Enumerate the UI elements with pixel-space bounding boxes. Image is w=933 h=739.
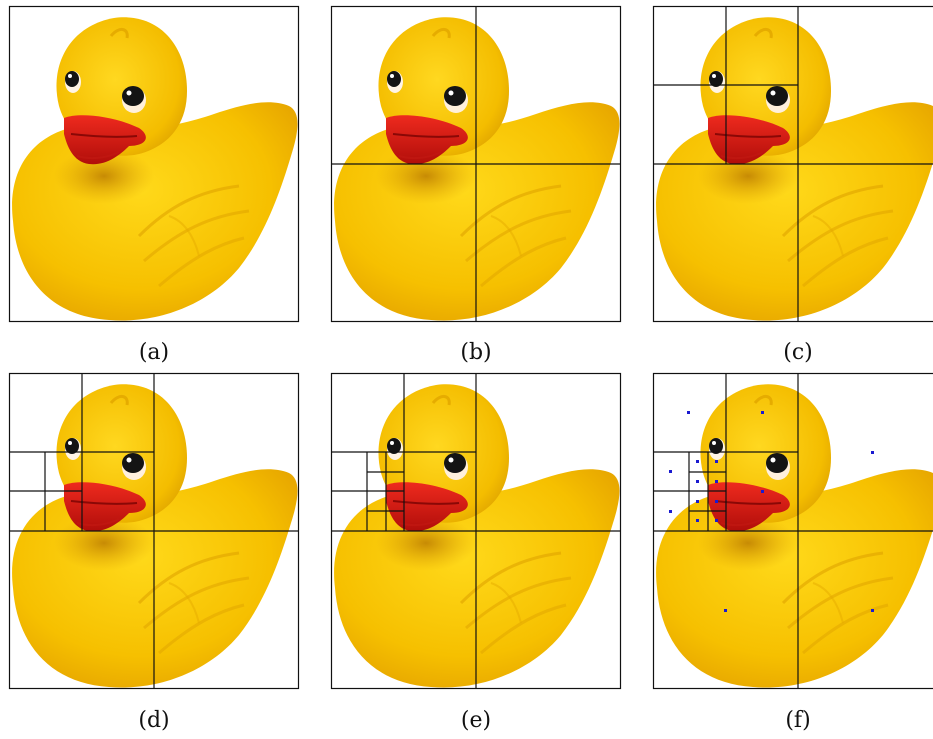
sample-point <box>696 460 699 463</box>
duck-image-c <box>652 5 933 323</box>
sample-point <box>696 480 699 483</box>
panel-e <box>330 372 622 690</box>
sample-points-f <box>669 411 874 612</box>
caption-e: (e) <box>460 708 492 733</box>
sample-point <box>871 609 874 612</box>
sample-point <box>715 500 718 503</box>
sample-point <box>715 480 718 483</box>
caption-c: (c) <box>783 340 813 365</box>
sample-point <box>724 609 727 612</box>
duck-image-e <box>330 372 622 690</box>
caption-d: (d) <box>138 708 170 733</box>
duck-image-d <box>8 372 300 690</box>
sample-point <box>761 411 764 414</box>
sample-point <box>696 519 699 522</box>
sample-point <box>687 411 690 414</box>
panel-b <box>330 5 622 323</box>
panel-f <box>652 372 933 690</box>
quadtree-grid-d <box>8 372 300 690</box>
sample-point <box>871 451 874 454</box>
quadtree-grid-c <box>652 5 933 323</box>
sample-point <box>715 460 718 463</box>
panel-a <box>8 5 300 323</box>
sample-point <box>761 490 764 493</box>
caption-a: (a) <box>138 340 170 365</box>
sample-point <box>669 510 672 513</box>
sample-point <box>715 519 718 522</box>
duck-image-f <box>652 372 933 690</box>
duck-image-b <box>330 5 622 323</box>
panel-d <box>8 372 300 690</box>
panel-c <box>652 5 933 323</box>
quadtree-grid-f <box>652 372 933 690</box>
caption-f: (f) <box>785 708 811 733</box>
sample-point <box>669 470 672 473</box>
caption-b: (b) <box>460 340 492 365</box>
quadtree-grid-e <box>330 372 622 690</box>
sample-point <box>696 500 699 503</box>
quadtree-grid-b <box>330 5 622 323</box>
duck-image-a <box>8 5 300 323</box>
